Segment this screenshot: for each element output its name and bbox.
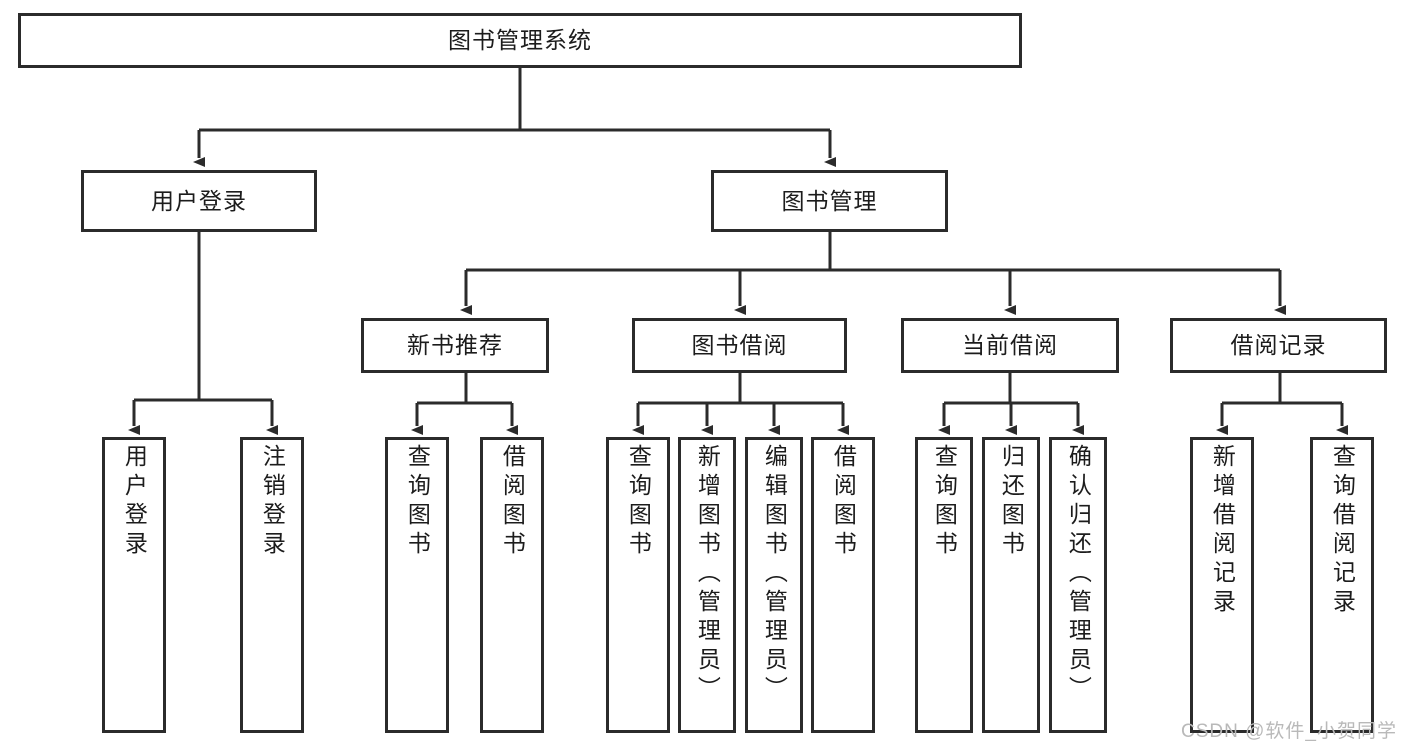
leaf-node[interactable]: 借阅图书 [480,437,544,733]
leaf-node[interactable]: 查询图书 [915,437,973,733]
node-borrow-record[interactable]: 借阅记录 [1170,318,1387,373]
leaf-node-label: 查询借阅记录 [1329,444,1356,618]
node-book-borrow[interactable]: 图书借阅 [632,318,847,373]
leaf-node-label: 查询图书 [625,444,652,560]
leaf-node[interactable]: 确认归还（管理员） [1049,437,1107,733]
leaf-node-label: 确认归还（管理员） [1065,444,1092,705]
leaf-node[interactable]: 查询图书 [385,437,449,733]
leaf-node[interactable]: 借阅图书 [811,437,875,733]
node-new-book-recommend[interactable]: 新书推荐 [361,318,549,373]
node-root-label: 图书管理系统 [448,27,592,54]
node-current-borrow-label: 当前借阅 [962,332,1058,359]
leaf-node-label: 编辑图书（管理员） [761,444,788,705]
leaf-node-label: 注销登录 [259,444,286,560]
leaf-node-label: 查询图书 [931,444,958,560]
node-new-book-recommend-label: 新书推荐 [407,332,503,359]
leaf-node[interactable]: 编辑图书（管理员） [745,437,803,733]
node-user-login[interactable]: 用户登录 [81,170,317,232]
leaf-node-label: 借阅图书 [499,444,526,560]
leaf-node[interactable]: 归还图书 [982,437,1040,733]
leaf-node-label: 归还图书 [998,444,1025,560]
leaf-node[interactable]: 查询借阅记录 [1310,437,1374,733]
leaf-node[interactable]: 注销登录 [240,437,304,733]
leaf-node-label: 借阅图书 [830,444,857,560]
node-book-borrow-label: 图书借阅 [691,332,788,359]
node-current-borrow[interactable]: 当前借阅 [901,318,1119,373]
node-book-management[interactable]: 图书管理 [711,170,948,232]
node-borrow-record-label: 借阅记录 [1230,332,1327,359]
node-book-management-label: 图书管理 [781,187,878,214]
leaf-node[interactable]: 新增借阅记录 [1190,437,1254,733]
leaf-node[interactable]: 新增图书（管理员） [678,437,736,733]
leaf-node[interactable]: 用户登录 [102,437,166,733]
node-root[interactable]: 图书管理系统 [18,13,1022,68]
node-user-login-label: 用户登录 [151,187,247,214]
leaf-node[interactable]: 查询图书 [606,437,670,733]
leaf-node-label: 用户登录 [121,444,148,560]
leaf-node-label: 新增图书（管理员） [694,444,721,705]
leaf-node-label: 查询图书 [404,444,431,560]
leaf-node-label: 新增借阅记录 [1209,444,1236,618]
